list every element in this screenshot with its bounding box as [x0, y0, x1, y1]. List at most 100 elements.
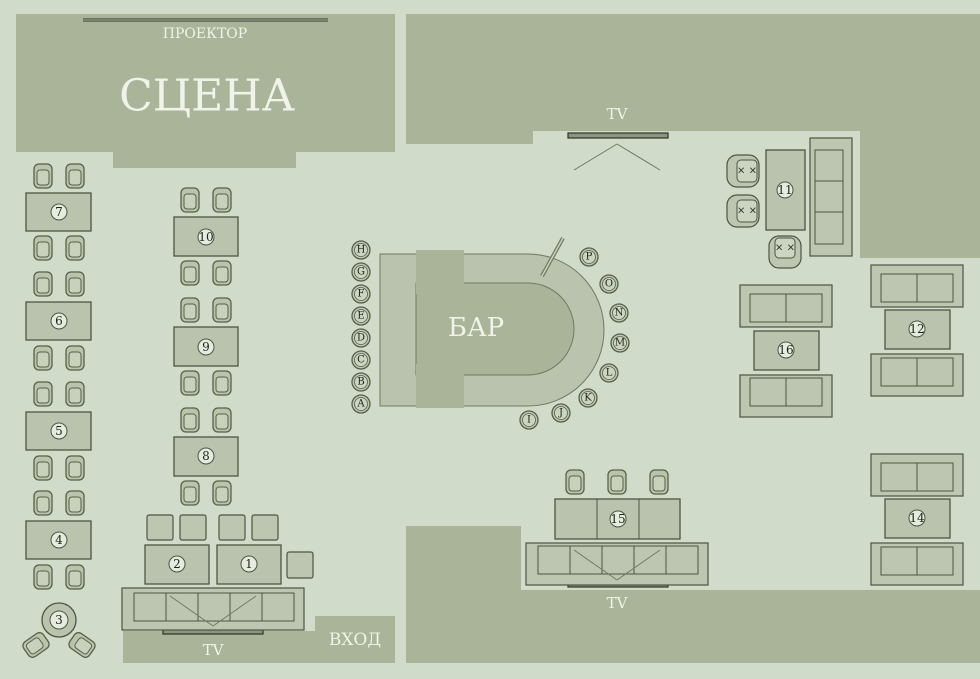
armchair: × × [768, 235, 802, 269]
bar-stool[interactable]: O [599, 274, 619, 294]
svg-text:L: L [606, 368, 613, 379]
sofa [739, 374, 833, 418]
svg-text:N: N [615, 308, 624, 319]
bar-stools-left: H G F E D C B A [351, 240, 371, 414]
table-14[interactable]: 14 [884, 498, 951, 539]
svg-text:7: 7 [55, 205, 63, 219]
svg-text:E: E [357, 311, 364, 322]
table-5-group: 5 [25, 381, 92, 481]
armchair: × × [726, 154, 760, 188]
entrance-area: ВХОД [123, 616, 395, 663]
bar-stool[interactable]: G [351, 262, 371, 282]
sofa-table-15 [525, 542, 709, 586]
svg-text:11: 11 [777, 183, 792, 197]
entrance-label: ВХОД [329, 630, 381, 650]
bar-stool[interactable]: A [351, 394, 371, 414]
svg-text:5: 5 [55, 424, 63, 438]
svg-text:× ×: × × [737, 166, 757, 177]
svg-text:A: A [356, 399, 365, 410]
bar-stool[interactable]: D [351, 328, 371, 348]
table-2[interactable]: 2 [144, 544, 210, 585]
svg-text:F: F [358, 289, 365, 300]
svg-text:16: 16 [778, 343, 793, 357]
upper-right-wall [406, 14, 980, 258]
bar-stools-arc: P O N M L K J I [519, 247, 630, 430]
svg-text:2: 2 [173, 557, 181, 571]
bar-stool[interactable]: N [609, 303, 629, 323]
bar-stool[interactable]: C [351, 350, 371, 370]
table-14-group: 14 [870, 453, 964, 586]
svg-text:J: J [558, 408, 563, 419]
bar-stool[interactable]: J [551, 403, 571, 423]
bar-label: БАР [448, 313, 504, 343]
table-15-group: 15 [525, 469, 709, 586]
table-4-group: 4 [25, 490, 92, 590]
table-11[interactable]: 11 [765, 149, 806, 231]
armchair: × × [726, 194, 760, 228]
projector-label: ПРОЕКТОР [163, 26, 247, 42]
bar-stool[interactable]: E [351, 306, 371, 326]
sofa [870, 353, 964, 397]
table-16-group: 16 [739, 284, 833, 418]
bar-stool[interactable]: H [351, 240, 371, 260]
svg-text:I: I [527, 415, 531, 426]
svg-text:K: K [584, 393, 592, 404]
table-8-group: 8 [173, 407, 239, 506]
sofa [870, 264, 964, 308]
bar-stool[interactable]: L [599, 363, 619, 383]
svg-text:× ×: × × [775, 243, 795, 254]
svg-text:D: D [357, 333, 365, 344]
bar-stool[interactable]: B [351, 372, 371, 392]
bar-counter: БАР [379, 237, 605, 408]
table-7[interactable]: 7 [25, 192, 92, 232]
svg-text:1: 1 [245, 557, 253, 571]
sofa [870, 542, 964, 586]
lower-right-wall [406, 526, 980, 663]
svg-text:10: 10 [198, 230, 213, 244]
table-9[interactable]: 9 [173, 326, 239, 367]
tv-bottom-mid-label: TV [607, 594, 629, 612]
table-4[interactable]: 4 [25, 520, 92, 560]
table-15[interactable]: 15 [554, 498, 681, 540]
svg-text:8: 8 [202, 449, 210, 463]
table-16[interactable]: 16 [753, 330, 820, 371]
table-12-group: 12 [870, 264, 964, 397]
svg-text:B: B [357, 377, 364, 388]
sofa-table-11 [809, 137, 853, 257]
svg-text:9: 9 [202, 340, 210, 354]
svg-text:G: G [357, 267, 365, 278]
sofa [739, 284, 833, 328]
stage-area: ПРОЕКТОР СЦЕНА [16, 14, 395, 168]
sofa [870, 453, 964, 497]
table-3[interactable]: 3 [41, 602, 77, 638]
table-9-group: 9 [173, 297, 239, 396]
svg-text:C: C [357, 355, 365, 366]
svg-text:O: O [605, 279, 613, 290]
bar-stool[interactable]: P [579, 247, 599, 267]
table-10-group: 10 [173, 187, 239, 286]
table-11-group: × × × × × × 11 [726, 137, 853, 269]
bar-stool[interactable]: M [610, 333, 630, 353]
table-5[interactable]: 5 [25, 411, 92, 451]
tv-top-label: TV [607, 105, 629, 123]
tv-bottom-left-label: TV [203, 641, 225, 659]
svg-text:H: H [357, 245, 366, 256]
table-8[interactable]: 8 [173, 436, 239, 477]
svg-text:12: 12 [909, 322, 924, 336]
svg-text:P: P [586, 252, 593, 263]
table-6-group: 6 [25, 271, 92, 371]
table-3-group: 3 [20, 602, 98, 660]
bar-stool[interactable]: I [519, 410, 539, 430]
tv-top: TV [567, 105, 669, 171]
table-12[interactable]: 12 [884, 309, 951, 350]
table-1[interactable]: 1 [216, 544, 282, 585]
table-7-group: 7 [25, 163, 92, 261]
sofa-left-bottom [121, 587, 305, 631]
table-1-2-group: 2 1 [121, 514, 314, 631]
bar-stool[interactable]: K [578, 388, 598, 408]
bar-stool[interactable]: F [351, 284, 371, 304]
table-6[interactable]: 6 [25, 301, 92, 341]
svg-text:3: 3 [55, 613, 63, 627]
table-10[interactable]: 10 [173, 216, 239, 257]
